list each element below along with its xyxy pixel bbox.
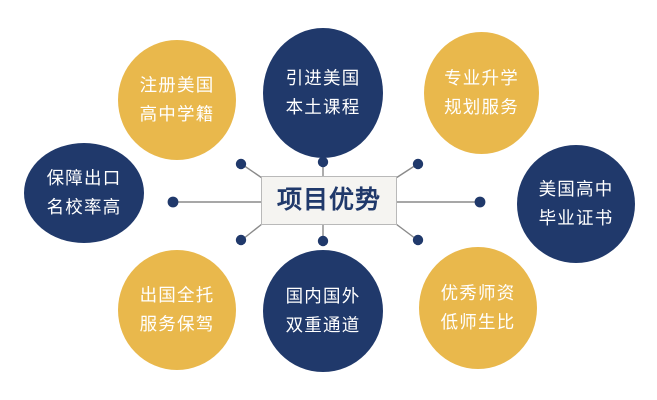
advantage-node-line2: 服务保驾 <box>139 313 215 334</box>
advantage-node-line1: 美国高中 <box>538 179 614 199</box>
advantage-node-bottom-left[interactable]: 出国全托 服务保驾 <box>118 250 236 370</box>
advantage-node-left[interactable]: 保障出口 名校率高 <box>24 143 144 243</box>
advantage-node-bottom-right[interactable]: 优秀师资 低师生比 <box>419 247 537 369</box>
advantage-node-line1: 引进美国 <box>285 68 361 88</box>
center-title-label: 项目优势 <box>276 186 381 214</box>
advantage-node-line1: 注册美国 <box>139 75 215 95</box>
advantage-node-top-left[interactable]: 注册美国 高中学籍 <box>118 40 236 160</box>
advantage-node-line2: 毕业证书 <box>538 207 614 228</box>
advantage-node-line2: 规划服务 <box>444 96 519 117</box>
advantage-node-line1: 保障出口 <box>46 168 122 188</box>
advantage-node-line2: 低师生比 <box>440 311 516 332</box>
advantage-node-line2: 本土课程 <box>285 96 361 117</box>
advantage-node-top-center[interactable]: 引进美国 本土课程 <box>263 28 383 158</box>
advantage-node-line1: 优秀师资 <box>440 283 516 303</box>
center-title-box: 项目优势 <box>261 176 397 225</box>
advantage-node-line1: 出国全托 <box>139 285 215 305</box>
advantage-node-line2: 双重通道 <box>285 314 361 335</box>
advantage-node-line1: 专业升学 <box>444 68 519 88</box>
advantage-node-right[interactable]: 美国高中 毕业证书 <box>517 145 635 263</box>
advantage-node-top-right[interactable]: 专业升学 规划服务 <box>424 32 539 154</box>
advantage-node-line2: 高中学籍 <box>139 103 215 124</box>
advantage-node-bottom-center[interactable]: 国内国外 双重通道 <box>263 250 383 372</box>
advantage-node-line1: 国内国外 <box>285 286 361 306</box>
advantage-node-line2: 名校率高 <box>46 196 122 217</box>
